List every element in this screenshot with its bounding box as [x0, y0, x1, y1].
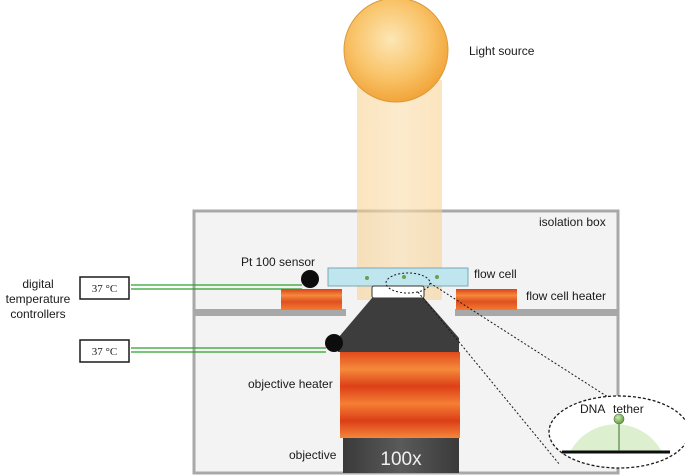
light-source-label: Light source: [469, 44, 535, 58]
flow-cell-bead: [402, 275, 406, 279]
flow-cell-heater-right: [456, 289, 517, 310]
light-beam: [357, 80, 442, 300]
objective-cone: [338, 298, 459, 352]
isolation-box-label: isolation box: [539, 215, 606, 229]
dna-halo: [570, 424, 662, 452]
zoom-line: [417, 291, 561, 466]
controllers-label-line1: digital: [22, 277, 53, 291]
controllers-label-line3: controllers: [10, 307, 65, 321]
upper-shelf: [455, 309, 618, 316]
pt100-sensor-label: Pt 100 sensor: [241, 255, 315, 269]
flow-cell: [327, 267, 469, 287]
objective-heater-label: objective heater: [248, 377, 333, 391]
temp-controller-2-display: 37 °C: [92, 346, 118, 358]
temp-controller-1: 37 °C: [79, 276, 130, 300]
objective-body: [343, 438, 459, 473]
controllers-label-line2: temperature: [6, 292, 71, 306]
objective-label: objective: [289, 448, 337, 462]
flow-cell-heater-label: flow cell heater: [526, 289, 606, 303]
pt100-sensor: [301, 270, 319, 288]
upper-shelf: [194, 309, 346, 316]
flow-cell-heater-left: [281, 289, 342, 310]
wire-lower: [131, 347, 326, 353]
tether-label: tether: [613, 402, 644, 416]
objective-sensor: [325, 334, 343, 352]
dna-bead: [613, 413, 625, 425]
objective-heater: [340, 352, 460, 438]
flow-cell-bead: [435, 275, 439, 279]
flow-cell-label: flow cell: [474, 267, 517, 281]
temp-controller-2: 37 °C: [79, 339, 130, 363]
zoom-line: [429, 282, 676, 441]
wire-upper: [131, 284, 302, 290]
light-source: [343, 0, 449, 103]
dna-label: DNA: [580, 402, 605, 416]
flow-cell-bead: [365, 276, 369, 280]
dna-tether-inset: DNA tether: [548, 395, 685, 469]
objective-magnification: 100x: [380, 449, 422, 470]
temp-controller-1-display: 37 °C: [92, 283, 118, 295]
